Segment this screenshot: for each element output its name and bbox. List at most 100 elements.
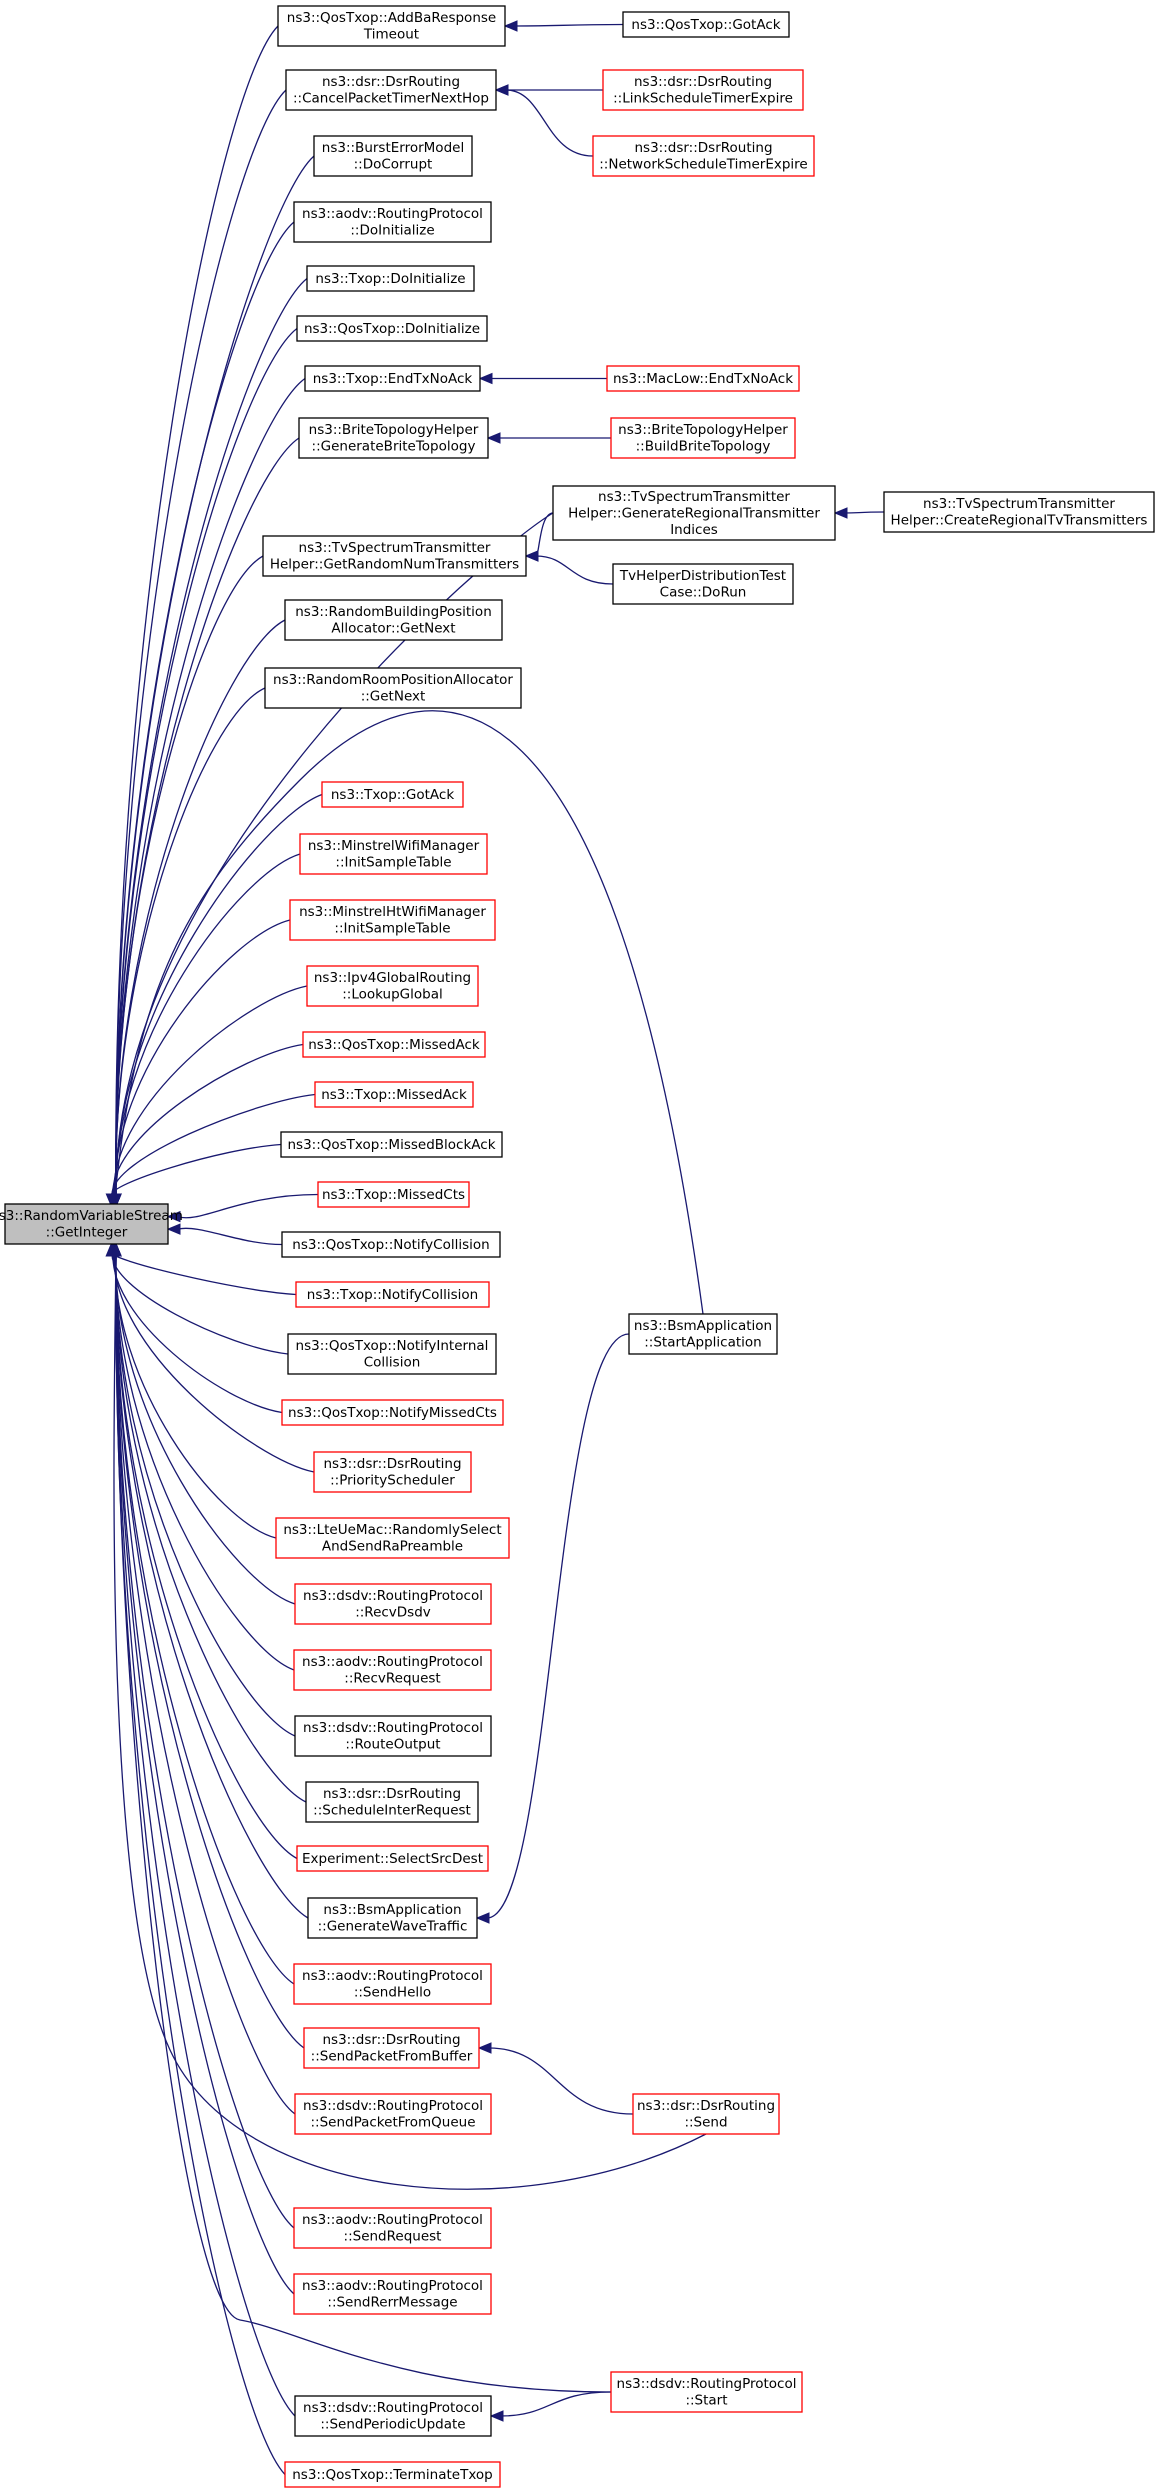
graph-node-g5[interactable]: ns3::BriteTopologyHelper::BuildBriteTopo… bbox=[610, 417, 796, 459]
graph-node-g9[interactable]: ns3::dsr::DsrRouting::Send bbox=[632, 2093, 780, 2135]
graph-node-g6[interactable]: ns3::TvSpectrumTransmitterHelper::Create… bbox=[883, 491, 1155, 533]
graph-node-n13[interactable]: ns3::Txop::GotAck bbox=[321, 781, 464, 808]
graph-node-n30[interactable]: ns3::dsr::DsrRouting::ScheduleInterReque… bbox=[305, 1781, 479, 1823]
graph-node-n28[interactable]: ns3::aodv::RoutingProtocol::RecvRequest bbox=[293, 1649, 492, 1691]
node-box-n20 bbox=[317, 1181, 470, 1208]
edge-n38-to-focus bbox=[115, 1251, 296, 2417]
node-label-line: AndSendRaPreamble bbox=[322, 1539, 463, 1555]
node-box-n34 bbox=[303, 2027, 480, 2069]
node-label-line: ::GetInteger bbox=[46, 1225, 128, 1241]
graph-node-n4[interactable]: ns3::aodv::RoutingProtocol::DoInitialize bbox=[293, 201, 492, 243]
graph-node-n38[interactable]: ns3::dsdv::RoutingProtocol::SendPeriodic… bbox=[294, 2395, 492, 2437]
graph-node-n27[interactable]: ns3::dsdv::RoutingProtocol::RecvDsdv bbox=[294, 1583, 492, 1625]
node-label-line: ns3::QosTxop::NotifyInternal bbox=[296, 1338, 489, 1354]
node-box-n32 bbox=[307, 1897, 478, 1939]
graph-node-n25[interactable]: ns3::dsr::DsrRouting::PriorityScheduler bbox=[313, 1451, 472, 1493]
graph-node-n22[interactable]: ns3::Txop::NotifyCollision bbox=[295, 1281, 490, 1308]
graph-node-n33[interactable]: ns3::aodv::RoutingProtocol::SendHello bbox=[293, 1963, 492, 2005]
node-label-line: ns3::dsdv::RoutingProtocol bbox=[303, 2098, 483, 2114]
node-box-g10 bbox=[610, 2371, 803, 2413]
node-box-n17 bbox=[302, 1031, 486, 1058]
graph-node-g4[interactable]: ns3::MacLow::EndTxNoAck bbox=[606, 365, 800, 392]
node-label-line: ns3::dsr::DsrRouting bbox=[323, 1786, 461, 1802]
graph-node-n8[interactable]: ns3::BriteTopologyHelper::GenerateBriteT… bbox=[298, 417, 489, 459]
graph-node-g8[interactable]: ns3::BsmApplication::StartApplication bbox=[628, 1313, 778, 1355]
graph-node-n36[interactable]: ns3::aodv::RoutingProtocol::SendRequest bbox=[293, 2207, 492, 2249]
node-label-line: ns3::QosTxop::MissedBlockAck bbox=[287, 1137, 495, 1153]
graph-node-n3[interactable]: ns3::BurstErrorModel::DoCorrupt bbox=[313, 135, 473, 177]
edge-n35-to-focus bbox=[115, 1251, 296, 2115]
graph-node-n15[interactable]: ns3::MinstrelHtWifiManager::InitSampleTa… bbox=[289, 899, 496, 941]
edge-g3-to-n2 bbox=[505, 89, 594, 157]
graph-node-g2[interactable]: ns3::dsr::DsrRouting::LinkScheduleTimerE… bbox=[602, 69, 804, 111]
graph-node-n16[interactable]: ns3::Ipv4GlobalRouting::LookupGlobal bbox=[306, 965, 479, 1007]
graph-node-n11[interactable]: ns3::RandomBuildingPositionAllocator::Ge… bbox=[284, 599, 503, 641]
node-label-line: ::GetNext bbox=[361, 689, 426, 705]
edge-n14-to-focus bbox=[115, 853, 301, 1197]
arrowhead-focus-from-n20 bbox=[166, 1210, 181, 1223]
graph-node-n9[interactable]: ns3::TvSpectrumTransmitterHelper::Genera… bbox=[552, 485, 836, 541]
graph-node-n6[interactable]: ns3::QosTxop::DoInitialize bbox=[296, 315, 488, 342]
graph-node-n29[interactable]: ns3::dsdv::RoutingProtocol::RouteOutput bbox=[294, 1715, 492, 1757]
node-label-line: ns3::QosTxop::GotAck bbox=[631, 17, 780, 33]
graph-node-n37[interactable]: ns3::aodv::RoutingProtocol::SendRerrMess… bbox=[293, 2273, 492, 2315]
edge-g9-to-n34 bbox=[488, 2047, 634, 2115]
graph-node-g10[interactable]: ns3::dsdv::RoutingProtocol::Start bbox=[610, 2371, 803, 2413]
node-box-n5 bbox=[306, 265, 475, 292]
node-label-line: ns3::MinstrelHtWifiManager bbox=[299, 904, 486, 920]
graph-node-n35[interactable]: ns3::dsdv::RoutingProtocol::SendPacketFr… bbox=[294, 2093, 492, 2135]
arrowhead-n9-from-g6 bbox=[833, 507, 848, 519]
node-label-line: ::StartApplication bbox=[644, 1335, 762, 1351]
node-label-line: ::InitSampleTable bbox=[334, 921, 450, 937]
node-box-g3 bbox=[592, 135, 815, 177]
graph-node-n2[interactable]: ns3::dsr::DsrRouting::CancelPacketTimerN… bbox=[285, 69, 497, 111]
node-label-line: TvHelperDistributionTest bbox=[619, 568, 786, 584]
graph-node-n12[interactable]: ns3::RandomRoomPositionAllocator::GetNex… bbox=[264, 667, 522, 709]
node-box-g6 bbox=[883, 491, 1155, 533]
edge-n30-to-focus bbox=[115, 1251, 307, 1803]
node-box-n13 bbox=[321, 781, 464, 808]
graph-node-n7[interactable]: ns3::Txop::EndTxNoAck bbox=[304, 365, 481, 392]
node-box-n28 bbox=[293, 1649, 492, 1691]
graph-node-n24[interactable]: ns3::QosTxop::NotifyMissedCts bbox=[281, 1399, 504, 1426]
graph-node-n5[interactable]: ns3::Txop::DoInitialize bbox=[306, 265, 475, 292]
graph-node-g3[interactable]: ns3::dsr::DsrRouting::NetworkScheduleTim… bbox=[592, 135, 815, 177]
arrowhead-n32-from-g8 bbox=[475, 1912, 490, 1924]
node-label-line: ::ScheduleInterRequest bbox=[313, 1803, 471, 1819]
node-label-line: ::SendRerrMessage bbox=[327, 2295, 457, 2311]
arrowhead-n7-from-g4 bbox=[478, 372, 493, 385]
node-label-line: ns3::Txop::NotifyCollision bbox=[307, 1287, 478, 1303]
graph-node-n31[interactable]: Experiment::SelectSrcDest bbox=[296, 1845, 489, 1872]
node-label-line: ns3::RandomRoomPositionAllocator bbox=[273, 672, 513, 688]
node-label-line: ns3::BriteTopologyHelper bbox=[618, 422, 788, 438]
edge-n23-to-focus bbox=[111, 1251, 289, 1355]
graph-node-n21[interactable]: ns3::QosTxop::NotifyCollision bbox=[281, 1231, 501, 1258]
node-label-line: ns3::aodv::RoutingProtocol bbox=[302, 1654, 483, 1670]
node-label-line: ns3::dsr::DsrRouting bbox=[637, 2098, 775, 2114]
node-label-line: ns3::QosTxop::AddBaResponse bbox=[287, 10, 496, 26]
node-label-line: ::SendPacketFromQueue bbox=[310, 2115, 475, 2131]
node-label-line: ns3::RandomVariableStream bbox=[0, 1208, 183, 1224]
edge-n1-to-focus bbox=[115, 25, 279, 1197]
graph-node-n14[interactable]: ns3::MinstrelWifiManager::InitSampleTabl… bbox=[299, 833, 488, 875]
graph-node-n34[interactable]: ns3::dsr::DsrRouting::SendPacketFromBuff… bbox=[303, 2027, 480, 2069]
graph-node-n10[interactable]: ns3::TvSpectrumTransmitterHelper::GetRan… bbox=[262, 535, 527, 577]
graph-node-n39[interactable]: ns3::QosTxop::TerminateTxop bbox=[284, 2461, 501, 2488]
graph-node-n32[interactable]: ns3::BsmApplication::GenerateWaveTraffic bbox=[307, 1897, 478, 1939]
graph-node-n19[interactable]: ns3::QosTxop::MissedBlockAck bbox=[280, 1131, 503, 1158]
edge-n28-to-focus bbox=[115, 1251, 295, 1671]
graph-node-n17[interactable]: ns3::QosTxop::MissedAck bbox=[302, 1031, 486, 1058]
graph-node-n20[interactable]: ns3::Txop::MissedCts bbox=[317, 1181, 470, 1208]
graph-node-g1[interactable]: ns3::QosTxop::GotAck bbox=[622, 11, 790, 38]
node-label-line: Helper::GenerateRegionalTransmitter bbox=[568, 505, 820, 521]
node-label-line: ns3::MacLow::EndTxNoAck bbox=[613, 371, 793, 387]
node-label-line: ns3::Txop::EndTxNoAck bbox=[313, 371, 473, 387]
node-label-line: ns3::BsmApplication bbox=[634, 1318, 772, 1334]
graph-node-n18[interactable]: ns3::Txop::MissedAck bbox=[314, 1081, 474, 1108]
node-box-g1 bbox=[622, 11, 790, 38]
graph-node-n26[interactable]: ns3::LteUeMac::RandomlySelectAndSendRaPr… bbox=[275, 1517, 510, 1559]
